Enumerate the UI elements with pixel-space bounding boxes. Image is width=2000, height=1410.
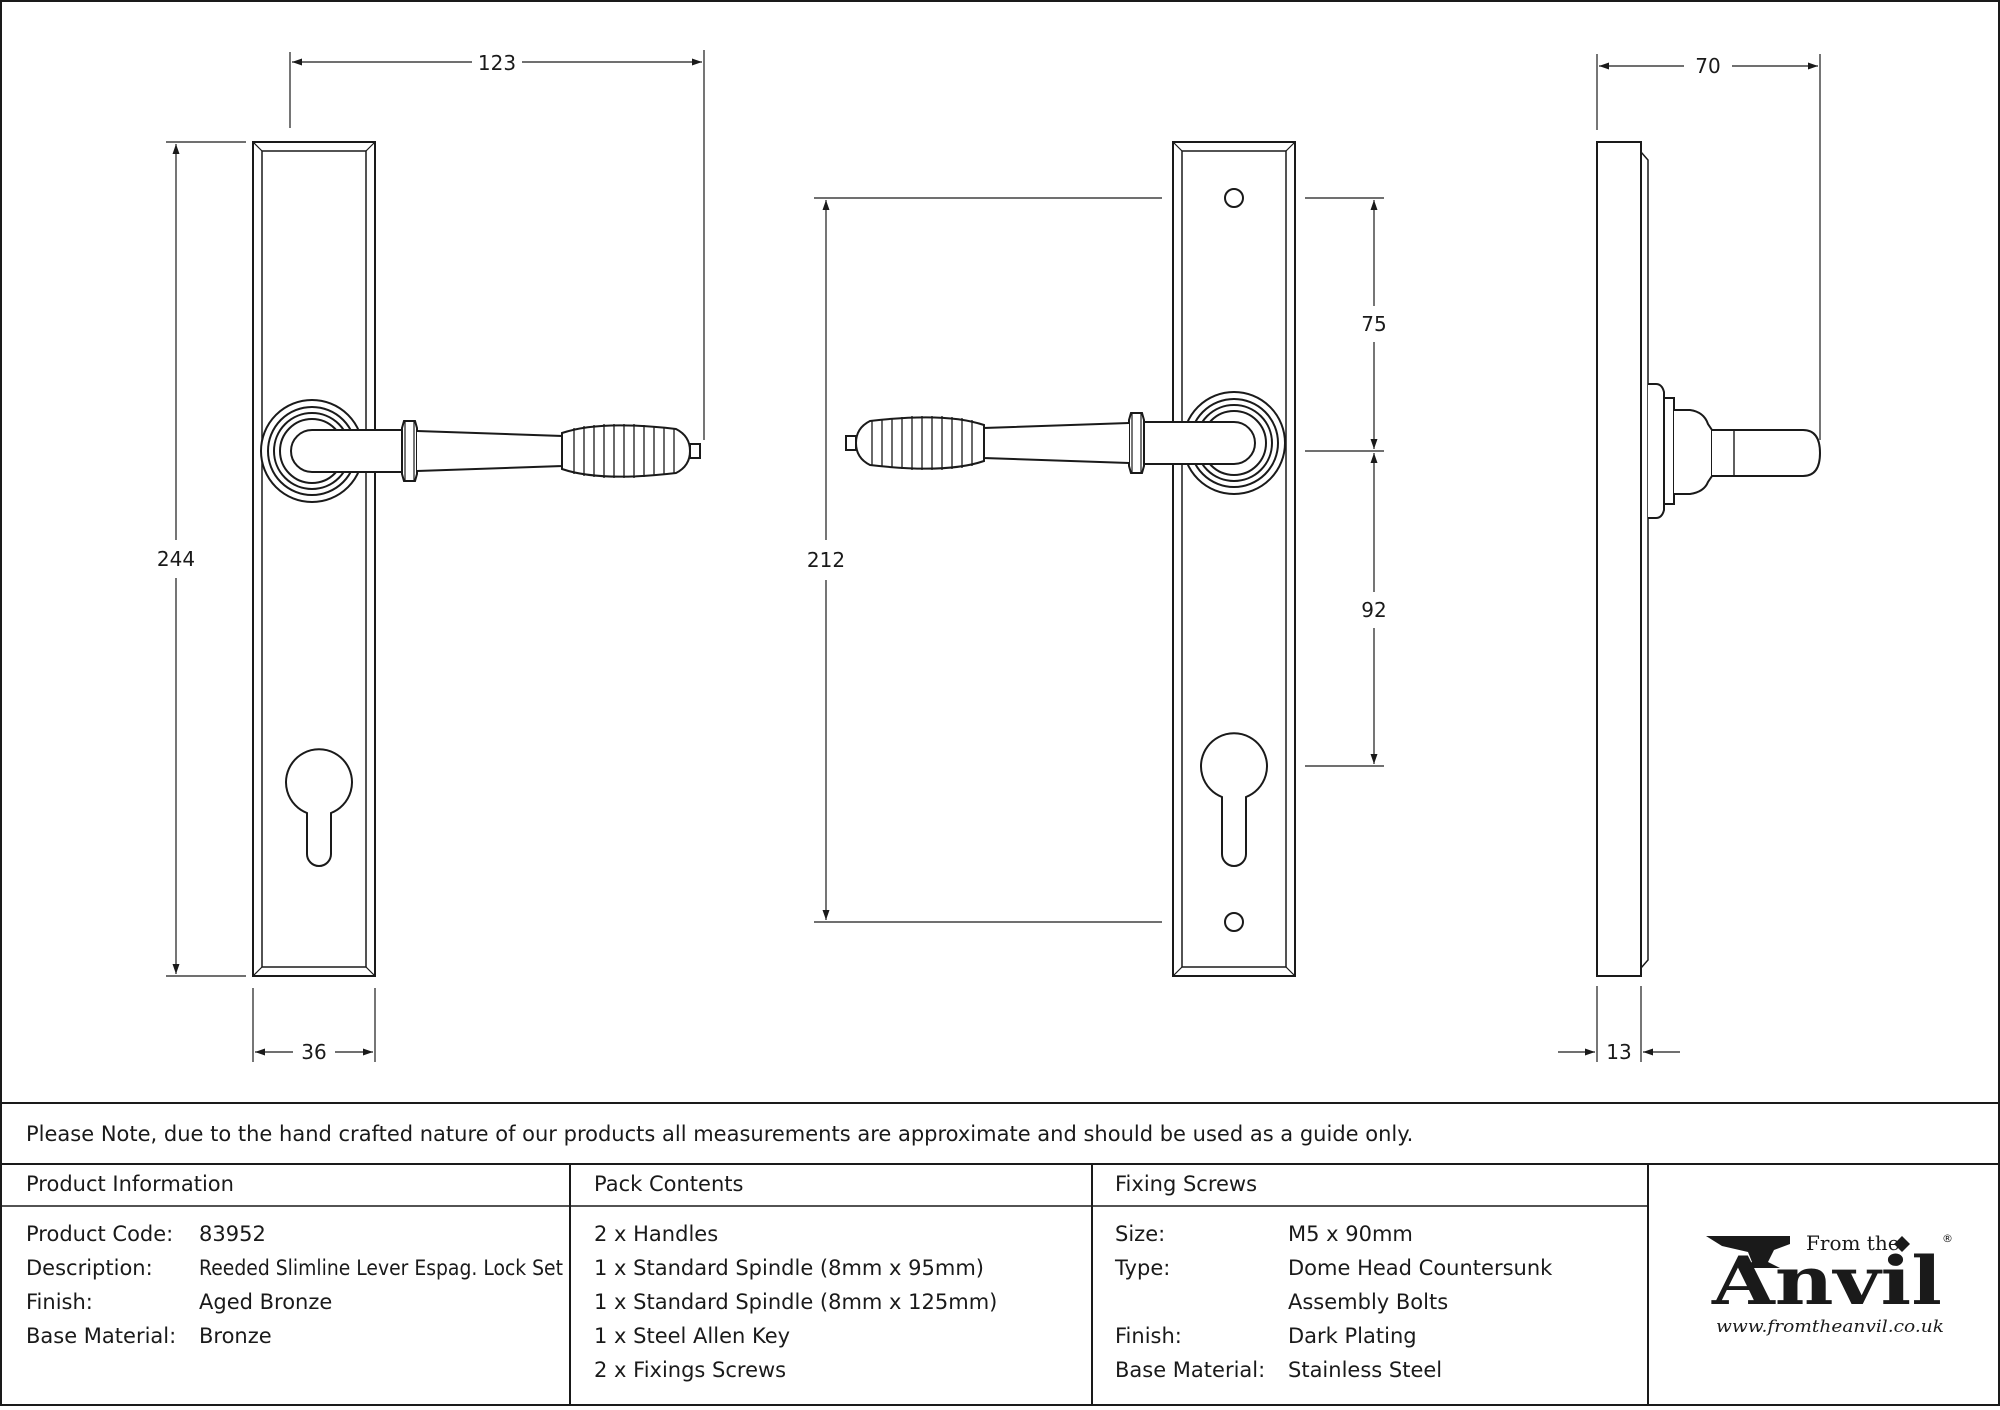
dim-overall-width: 123 <box>478 51 516 75</box>
product-info-value: Bronze <box>199 1324 272 1348</box>
lever-shank <box>983 422 1130 464</box>
lever-tip <box>689 443 701 459</box>
disclaimer-note: Please Note, due to the hand crafted nat… <box>26 1122 1413 1146</box>
dimensions-side <box>1558 54 1821 1062</box>
reeded-grip <box>854 416 985 470</box>
fixing-screws-label: Finish: <box>1115 1324 1182 1348</box>
lever-tip <box>845 435 857 451</box>
grip-reeds <box>573 424 675 478</box>
fixing-hole-top <box>1224 188 1244 208</box>
backplate-bevel <box>1181 150 1287 968</box>
dimensions-centre <box>814 197 1384 923</box>
fixing-screws-value: Dark Plating <box>1288 1324 1417 1348</box>
dimensions-left <box>166 50 705 1062</box>
fixing-screws-label: Type: <box>1114 1256 1170 1280</box>
dim-projection: 70 <box>1695 54 1720 78</box>
front-view-left <box>252 141 701 977</box>
pack-contents-item: 1 x Standard Spindle (8mm x 95mm) <box>594 1256 984 1280</box>
euro-cylinder-cutout <box>1200 732 1268 867</box>
fixing-screws-header: Fixing Screws <box>1115 1172 1257 1196</box>
lever-collar <box>401 420 418 482</box>
backplate-outline <box>252 141 376 977</box>
product-info-header: Product Information <box>26 1172 234 1196</box>
lever-neck <box>1144 421 1256 465</box>
product-info-label: Base Material: <box>26 1324 176 1348</box>
product-info-value: Aged Bronze <box>199 1290 332 1314</box>
logo-wordmark: Anvil <box>1711 1242 1942 1320</box>
lever-shank <box>416 430 563 472</box>
product-info-label: Finish: <box>26 1290 93 1314</box>
fixing-screws-value: Dome Head Countersunk <box>1288 1256 1553 1280</box>
info-table-lines <box>0 1102 2000 1406</box>
lever-neck <box>290 429 402 473</box>
pack-contents-item: 1 x Standard Spindle (8mm x 125mm) <box>594 1290 997 1314</box>
dim-upper-centre: 75 <box>1361 312 1386 336</box>
grip-reeds <box>871 416 973 470</box>
product-info-value: 83952 <box>199 1222 266 1246</box>
product-info-label: Description: <box>26 1256 153 1280</box>
fixing-screws-value: M5 x 90mm <box>1288 1222 1413 1246</box>
pack-contents-header: Pack Contents <box>594 1172 743 1196</box>
fixing-screws-label: Base Material: <box>1115 1358 1265 1382</box>
pack-contents-item: 1 x Steel Allen Key <box>594 1324 790 1348</box>
product-info-value: Reeded Slimline Lever Espag. Lock Set <box>199 1256 563 1280</box>
fixing-screws-value: Assembly Bolts <box>1288 1290 1448 1314</box>
front-view-right <box>845 141 1296 977</box>
product-info-label: Product Code: <box>26 1222 173 1246</box>
lever-collar <box>1128 412 1145 474</box>
reeded-grip <box>561 424 692 478</box>
dim-lower-centre: 92 <box>1361 598 1386 622</box>
dim-fixing-centres: 212 <box>807 548 845 572</box>
rose-side <box>1648 383 1665 519</box>
from-the-anvil-logo: From the ® Anvil www.fromtheanvil.co.uk <box>1706 1231 1953 1337</box>
backplate-outline <box>1172 141 1296 977</box>
fixing-screws-label: Size: <box>1115 1222 1165 1246</box>
logo-url: www.fromtheanvil.co.uk <box>1716 1317 1944 1337</box>
dim-plate-width: 36 <box>301 1040 326 1064</box>
backplate-bevel <box>261 150 367 968</box>
lever-collar-side <box>1674 409 1713 495</box>
logo-small-text: From the <box>1806 1231 1900 1255</box>
pack-contents-item: 2 x Handles <box>594 1222 718 1246</box>
euro-cylinder-cutout <box>285 748 353 867</box>
backplate-side <box>1596 141 1642 977</box>
diamond-icon <box>1894 1236 1910 1252</box>
fixing-screws-value: Stainless Steel <box>1288 1358 1442 1382</box>
lever-side <box>1712 429 1822 477</box>
side-view <box>1596 141 1822 977</box>
anvil-icon <box>1706 1236 1790 1268</box>
registered-mark: ® <box>1942 1232 1953 1245</box>
dim-plate-height: 244 <box>157 547 195 571</box>
dim-plate-depth: 13 <box>1606 1040 1631 1064</box>
pack-contents-item: 2 x Fixings Screws <box>594 1358 786 1382</box>
fixing-hole-bottom <box>1224 912 1244 932</box>
